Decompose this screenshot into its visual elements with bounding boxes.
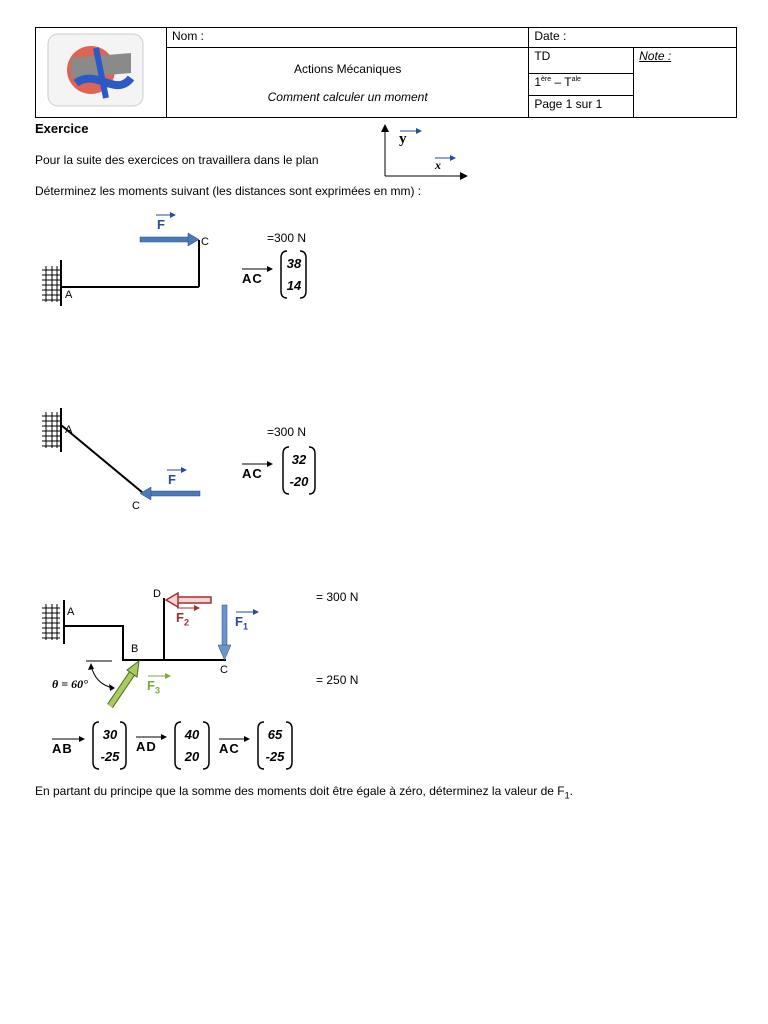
exercise3-value-1: = 300 N — [316, 590, 359, 604]
conclusion-text: En partant du principe que la somme des … — [35, 784, 573, 801]
instruction-text: Déterminez les moments suivant (les dist… — [35, 184, 422, 198]
level-cell: 1ère – Tale — [528, 73, 635, 96]
title-cell: Actions Mécaniques Comment calculer un m… — [165, 47, 530, 118]
exercise3-ab-label: AB — [52, 741, 73, 756]
exercise2-point-a: A — [65, 424, 73, 436]
logo-cell — [35, 27, 167, 118]
exercise1-point-a: A — [65, 289, 73, 301]
axis-y-label: y — [399, 131, 407, 147]
document-type: TD — [534, 49, 551, 63]
exercise2-point-c: C — [132, 500, 140, 512]
note-label: Note : — [639, 49, 672, 63]
intro-text: Pour la suite des exercices on travaille… — [35, 153, 319, 167]
exercise3-point-b: B — [131, 643, 139, 655]
exercise3-ab-y: -25 — [100, 749, 120, 764]
level-text: 1ère – Tale — [534, 75, 581, 89]
exercise1-force-value: =300 N — [267, 231, 307, 245]
axis-x-label: x — [435, 158, 441, 172]
exercise1-vector-x: 38 — [286, 256, 302, 271]
nom-label: Nom : — [172, 29, 205, 43]
exercise3-ab-matrix: 30 -25 — [94, 724, 126, 768]
exercise3-point-a: A — [67, 606, 75, 618]
exercise3-ad-matrix: 40 20 — [176, 724, 208, 768]
document-subtitle: Comment calculer un moment — [267, 89, 428, 104]
exercise3-ad-x: 40 — [184, 727, 200, 742]
exercise3-ac-matrix: 65 -25 — [259, 724, 291, 768]
exercise3-angle-label: θ = 60° — [52, 677, 88, 691]
logo-icon — [47, 33, 144, 107]
exercise1-vector-label: AC — [242, 271, 263, 286]
document-title: Actions Mécaniques — [293, 61, 402, 76]
page-number: Page 1 sur 1 — [534, 97, 603, 111]
date-label: Date : — [534, 29, 567, 43]
exercise2-vector-matrix: 32 -20 — [284, 449, 314, 493]
exercise3-f3-label: F3 — [147, 678, 160, 696]
section-title: Exercice — [35, 121, 89, 136]
exercise2-vector-y: -20 — [289, 474, 309, 489]
exercise2-vector-label: AC — [242, 466, 263, 481]
exercise3-ad-y: 20 — [184, 749, 200, 764]
exercise3-f1-label: F1 — [235, 614, 248, 632]
exercise2-force-value: =300 N — [267, 425, 307, 439]
exercise2-vector-x: 32 — [291, 452, 307, 467]
exercise2-force-label: F — [168, 472, 176, 487]
exercise3-ab-x: 30 — [102, 727, 118, 742]
note-cell[interactable]: Note : — [633, 47, 737, 118]
exercise1-vector-matrix: 38 14 — [281, 253, 307, 297]
header-table: Nom : Date : Actions Mécaniques Comment … — [35, 27, 737, 118]
page-cell: Page 1 sur 1 — [528, 95, 635, 118]
exercise3-ac-label: AC — [219, 741, 240, 756]
exercise1-vector-y: 14 — [286, 278, 302, 293]
exercise3-value-2: = 250 N — [316, 673, 359, 687]
exercise3-f2-label: F2 — [176, 610, 189, 628]
exercise3-ac-y: -25 — [265, 749, 285, 764]
exercise1-point-c: C — [201, 236, 209, 248]
exercise1-force-label: F — [157, 217, 165, 232]
exercise3-ad-label: AD — [136, 739, 157, 754]
exercise3-point-d: D — [153, 588, 161, 600]
exercise3-point-c: C — [220, 664, 228, 676]
exercise3-ac-x: 65 — [267, 727, 283, 742]
